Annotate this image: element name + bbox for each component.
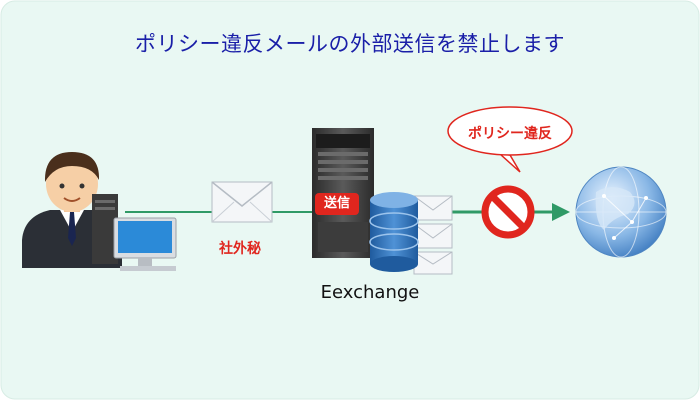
desktop-pc-icon — [92, 194, 177, 271]
server-label: Eexchange — [320, 282, 420, 303]
arrow-head — [552, 203, 570, 221]
send-badge: 送信 — [315, 193, 359, 215]
violation-label: ポリシー違反 — [468, 126, 552, 142]
stacked-mail-icons — [413, 195, 453, 275]
envelope-icon — [413, 251, 453, 275]
diagram-title: ポリシー違反メールの外部送信を禁止します — [135, 32, 565, 56]
database-icon — [369, 192, 419, 272]
prohibited-icon — [481, 185, 535, 239]
envelope-icon — [413, 195, 453, 221]
envelope-icon — [413, 223, 453, 249]
violation-speech-bubble — [447, 106, 573, 173]
envelope-icon — [211, 181, 273, 223]
globe-icon — [575, 166, 667, 258]
confidential-label: 社外秘 — [219, 241, 261, 257]
